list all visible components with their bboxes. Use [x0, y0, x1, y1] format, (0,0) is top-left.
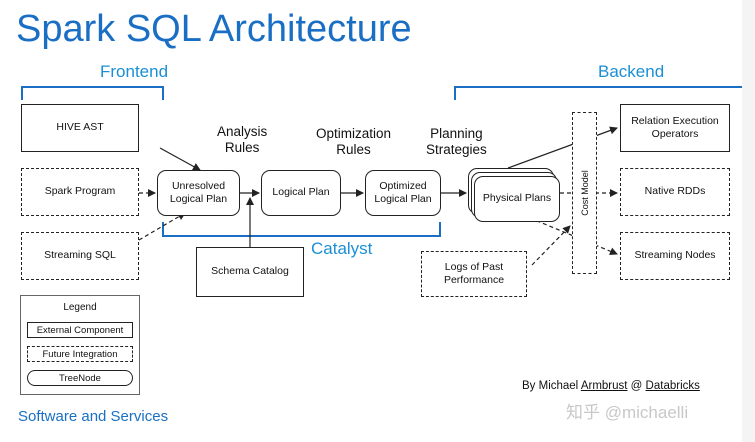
physical-plans-node: Physical Plans	[474, 176, 560, 222]
schema-catalog-label: Schema Catalog	[211, 265, 289, 278]
cost-model-label: Cost Model	[579, 170, 590, 216]
physical-plans-label: Physical Plans	[482, 192, 552, 205]
streaming-to-unresolved-arrow	[138, 212, 186, 241]
backend-label: Backend	[598, 62, 665, 81]
legend-panel: Legend External Component Future Integra…	[20, 295, 140, 395]
cost-model-box: Cost Model	[572, 112, 597, 274]
hive-ast-box: HIVE AST	[21, 104, 139, 152]
logical-plan-node: Logical Plan	[261, 170, 341, 216]
frontend-bracket	[21, 86, 164, 100]
catalyst-bracket	[162, 222, 441, 237]
streaming-nodes-label: Streaming Nodes	[634, 249, 716, 262]
slide-title: Spark SQL Architecture	[16, 8, 412, 50]
frontend-label: Frontend	[100, 62, 169, 81]
native-rdds-box: Native RDDs	[620, 168, 730, 216]
spark-program-label: Spark Program	[44, 185, 116, 198]
logs-to-cost-arrow	[531, 225, 571, 266]
physical-to-streaming-arrow	[529, 217, 618, 256]
spark-program-box: Spark Program	[21, 168, 139, 216]
native-rdds-label: Native RDDs	[644, 185, 706, 198]
streaming-sql-label: Streaming SQL	[44, 249, 116, 262]
catalyst-label: Catalyst	[311, 239, 373, 258]
physical-to-relation-arrow	[507, 126, 618, 169]
schema-catalog-box: Schema Catalog	[196, 247, 304, 297]
author-byline: By Michael Armbrust @ Databricks	[522, 380, 700, 392]
logical-plan-label: Logical Plan	[272, 186, 330, 199]
streaming-sql-box: Streaming SQL	[21, 232, 139, 280]
watermark: 知乎 @michaelli	[566, 403, 689, 422]
right-edge-strip	[742, 0, 755, 442]
legend-treenode: TreeNode	[27, 370, 133, 386]
legend-future-integration: Future Integration	[27, 346, 133, 362]
footer-text: Software and Services	[18, 408, 169, 425]
hive-ast-label: HIVE AST	[56, 121, 104, 134]
legend-external-component: External Component	[27, 322, 133, 338]
backend-bracket	[454, 86, 744, 100]
streaming-nodes-box: Streaming Nodes	[620, 232, 730, 280]
legend-title: Legend	[63, 302, 97, 313]
hive-to-unresolved-arrow	[159, 147, 201, 171]
